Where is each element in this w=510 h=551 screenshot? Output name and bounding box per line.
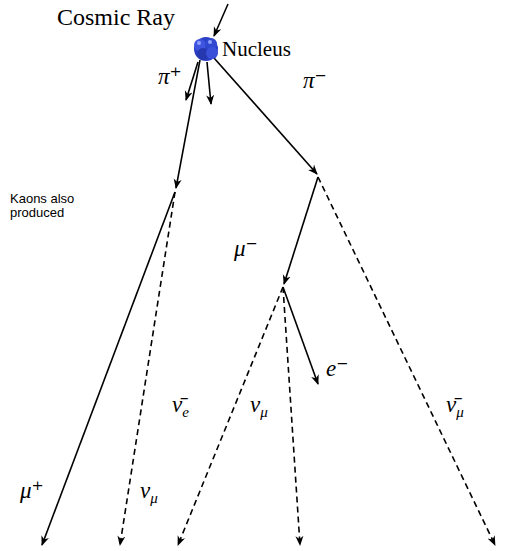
note-text: Kaons also produced	[10, 192, 110, 221]
nucleus-blob	[194, 37, 218, 61]
particle-label: νμ	[250, 392, 268, 417]
neutrino-track	[120, 192, 175, 545]
symbol-base: ν̄	[446, 392, 456, 417]
title-text: Cosmic Ray	[57, 4, 175, 30]
symbol-subscript: e	[182, 404, 189, 420]
nucleus-label: Nucleus	[222, 38, 291, 61]
symbol-base: ν	[140, 478, 150, 503]
fragment-track	[207, 62, 211, 104]
particle-label: νμ	[140, 478, 158, 503]
particle-label: π⁻	[303, 68, 327, 93]
particle-label: π⁺	[158, 64, 182, 89]
symbol-subscript: μ	[150, 490, 158, 506]
symbol-subscript: μ	[456, 404, 464, 420]
symbol-base: ν̄	[172, 392, 182, 417]
symbol-subscript: μ	[260, 404, 268, 420]
cosmic-ray-track	[214, 4, 228, 36]
particle-label: ν̄μ	[446, 392, 464, 417]
particle-label: μ⁺	[20, 478, 44, 503]
particle-tracks	[42, 4, 495, 545]
antineutrino-track	[318, 177, 495, 545]
particle-label: ν̄e	[172, 392, 189, 417]
muon-minus-track	[284, 177, 318, 284]
muon-plus-track	[42, 192, 175, 545]
fragment-track	[186, 62, 198, 100]
symbol-base: ν	[250, 392, 260, 417]
particle-label: e⁻	[326, 356, 348, 381]
particle-label: μ⁻	[234, 236, 258, 261]
pion-minus-track	[214, 58, 317, 174]
neutrino-track	[283, 287, 300, 545]
antineutrino-track	[178, 287, 283, 545]
